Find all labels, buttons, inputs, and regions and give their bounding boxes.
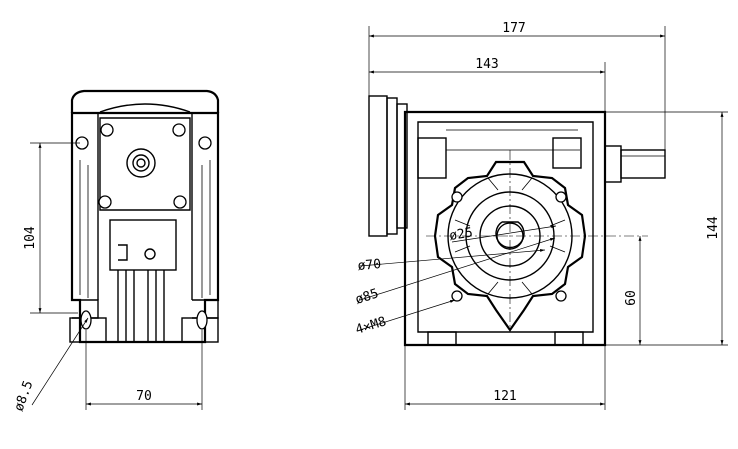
dim-144: 144	[706, 216, 721, 240]
front-input-shaft-outer	[126, 148, 156, 178]
side-view: 177 143 144 60 121 ø25 ø70 ø85 4×M8	[354, 21, 728, 410]
dim-177: 177	[502, 21, 525, 36]
front-terminal-box	[109, 219, 177, 271]
front-bolt-hole-2	[172, 123, 186, 137]
front-bolt-hole-1	[100, 123, 114, 137]
side-foot-left	[427, 331, 457, 346]
side-output-bore	[495, 221, 525, 249]
side-foot-right	[554, 331, 584, 346]
dim-143: 143	[475, 57, 498, 72]
dim-121: 121	[493, 389, 516, 404]
dim-104: 104	[23, 226, 38, 250]
side-output-shaft	[620, 149, 666, 179]
side-thread-hole-2	[555, 191, 567, 203]
dim-bore-dia: ø25	[448, 225, 474, 243]
side-thread-hole-1	[451, 191, 463, 203]
front-top-cover	[70, 89, 220, 113]
dim-60: 60	[624, 290, 639, 306]
front-motor-flange	[99, 117, 191, 211]
front-bolt-hole-4	[173, 195, 187, 209]
side-thread-hole-4	[555, 290, 567, 302]
front-cooling-fins	[117, 270, 165, 342]
front-bolt-hole-tr	[198, 136, 212, 150]
side-thread-hole-3	[451, 290, 463, 302]
front-view: 104 70 ø8.5	[12, 89, 220, 414]
front-housing-outline	[70, 111, 220, 344]
side-motor-flange	[368, 95, 388, 237]
dim-threads: 4×M8	[354, 314, 388, 337]
front-foot-hole-right	[196, 310, 208, 330]
dim-pcd: ø85	[354, 286, 381, 308]
front-bolt-hole-3	[98, 195, 112, 209]
side-shaft-collar	[604, 145, 622, 183]
dim-70: 70	[136, 389, 152, 404]
dim-pilot-dia: ø70	[357, 257, 382, 274]
dim-hole-dia: ø8.5	[12, 379, 37, 414]
